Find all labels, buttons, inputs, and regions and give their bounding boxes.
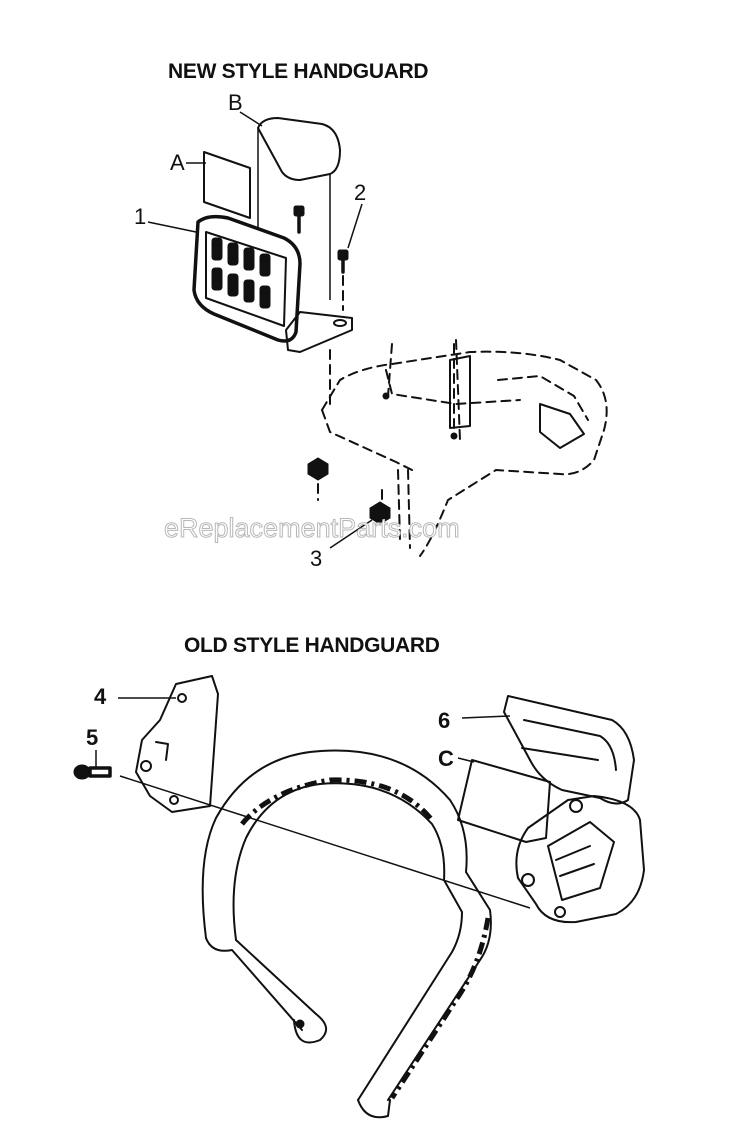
callout-b: B	[228, 90, 243, 115]
leader-2	[347, 203, 363, 249]
part-c-decal	[457, 759, 551, 843]
callout-1: 1	[134, 204, 146, 229]
leader-6	[461, 715, 511, 719]
callout-2: 2	[354, 180, 366, 205]
callout-3: 3	[310, 546, 322, 571]
part-4-bracket	[135, 675, 219, 813]
new-style-title: NEW STYLE HANDGUARD	[168, 60, 428, 83]
callout-c: C	[438, 746, 454, 771]
old-style-title: OLD STYLE HANDGUARD	[184, 634, 440, 657]
reference-line	[119, 775, 531, 909]
tubular-handguard-bar	[201, 749, 492, 1119]
callout-5: 5	[86, 725, 98, 750]
part-6-housing	[503, 695, 645, 924]
part-a-decal	[203, 151, 251, 219]
part-2-screws	[293, 205, 349, 311]
watermark: eReplacementParts.com	[164, 513, 460, 543]
leader-1	[147, 221, 197, 233]
leader-3	[329, 519, 373, 549]
part-3-nuts	[307, 457, 391, 525]
callout-a: A	[170, 150, 185, 175]
callout-6: 6	[438, 708, 450, 733]
leader-b	[239, 111, 263, 127]
part-b-decal	[257, 117, 341, 300]
leader-c	[457, 757, 475, 763]
callout-4: 4	[94, 684, 107, 709]
saw-housing-outline	[321, 339, 608, 557]
part-1-handguard	[192, 214, 353, 411]
part-5-bolt	[73, 764, 112, 780]
